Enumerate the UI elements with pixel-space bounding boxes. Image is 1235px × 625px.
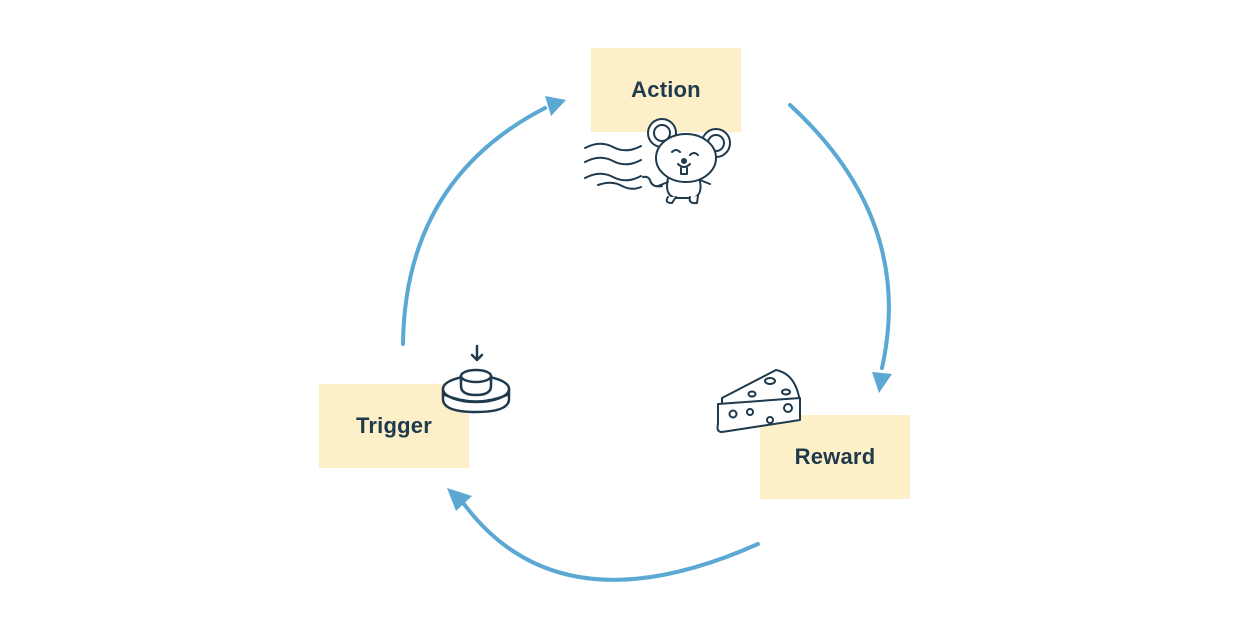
arrowhead-reward (872, 372, 892, 393)
mouse-icon (584, 118, 731, 205)
node-reward: Reward (760, 415, 910, 499)
arrow-reward-to-trigger (462, 502, 760, 582)
node-reward-label: Reward (794, 444, 876, 469)
node-trigger: Trigger (319, 384, 469, 468)
node-trigger-label: Trigger (356, 413, 432, 438)
arrow-trigger-to-action (401, 106, 547, 346)
node-action-label: Action (631, 77, 701, 102)
push-button-icon (441, 344, 511, 414)
arrowhead-trigger (447, 488, 472, 511)
motion-lines-icon (584, 142, 642, 190)
node-action: Action (591, 48, 741, 132)
arrowhead-action (545, 96, 566, 116)
arrow-action-to-reward (788, 103, 891, 370)
cheese-icon (716, 369, 801, 433)
